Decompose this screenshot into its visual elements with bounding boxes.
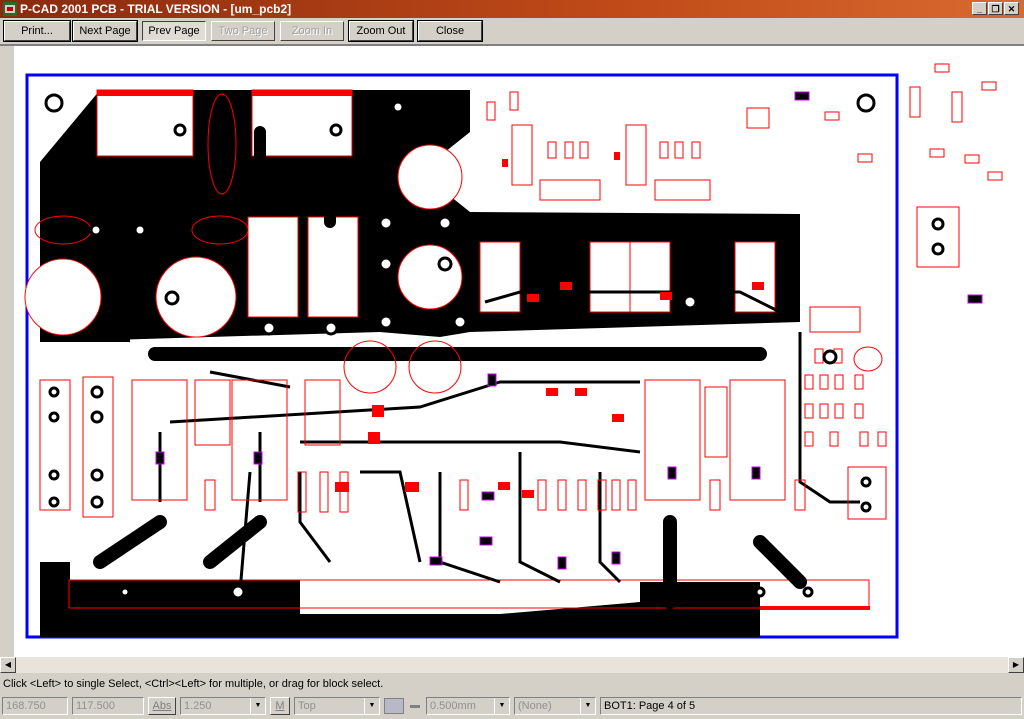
- preview-toolbar: Print... Next Page Prev Page Two Page Zo…: [0, 18, 1024, 44]
- dropdown-arrow-icon[interactable]: ▼: [494, 698, 509, 714]
- status-message: Click <Left> to single Select, <Ctrl><Le…: [0, 676, 1024, 692]
- layer-select[interactable]: Top ▼: [294, 697, 380, 715]
- scroll-right-arrow-icon[interactable]: ▶: [1008, 657, 1024, 673]
- line-width-select[interactable]: 0.500mm ▼: [426, 697, 510, 715]
- line-width-icon[interactable]: ▬: [410, 700, 420, 711]
- close-window-button[interactable]: ✕: [1004, 2, 1019, 15]
- restore-button[interactable]: ❐: [988, 2, 1003, 15]
- line-width-value: 0.500mm: [430, 700, 476, 712]
- layer-value: Top: [298, 700, 316, 712]
- horizontal-scrollbar[interactable]: ◀ ▶: [0, 657, 1024, 673]
- layer-color-swatch[interactable]: [384, 698, 404, 714]
- print-preview-canvas[interactable]: [0, 44, 1024, 657]
- minimize-button[interactable]: _: [972, 2, 987, 15]
- status-bar: 168.750 117.500 Abs 1.250 ▼ M Top ▼ ▬ 0.…: [0, 694, 1024, 719]
- zoom-out-button[interactable]: Zoom Out: [348, 20, 414, 42]
- scroll-left-arrow-icon[interactable]: ◀: [0, 657, 16, 673]
- print-button[interactable]: Print...: [3, 20, 71, 42]
- dropdown-arrow-icon[interactable]: ▼: [250, 698, 265, 714]
- copper-pour-bottom: [40, 562, 760, 637]
- window-title: P-CAD 2001 PCB - TRIAL VERSION - [um_pcb…: [20, 2, 292, 16]
- two-page-button[interactable]: Two Page: [211, 21, 275, 41]
- dropdown-arrow-icon[interactable]: ▼: [364, 698, 379, 714]
- metric-toggle-button[interactable]: M: [270, 697, 290, 715]
- close-preview-button[interactable]: Close: [417, 20, 483, 42]
- grid-select[interactable]: 1.250 ▼: [180, 697, 266, 715]
- grid-value: 1.250: [184, 700, 212, 712]
- text-style-select[interactable]: (None) ▼: [514, 697, 596, 715]
- zoom-in-button[interactable]: Zoom In: [280, 21, 344, 41]
- abs-rel-button[interactable]: Abs: [148, 697, 176, 715]
- title-bar: P-CAD 2001 PCB - TRIAL VERSION - [um_pcb…: [0, 0, 1024, 18]
- pcad-app-icon[interactable]: [3, 2, 17, 16]
- x-coordinate: 168.750: [2, 697, 68, 715]
- dropdown-arrow-icon[interactable]: ▼: [580, 698, 595, 714]
- page-info: BOT1: Page 4 of 5: [600, 697, 1022, 715]
- text-style-value: (None): [518, 700, 552, 712]
- y-coordinate: 117.500: [72, 697, 144, 715]
- prev-page-button[interactable]: Prev Page: [142, 21, 206, 41]
- pcb-drawing: [24, 63, 1003, 639]
- next-page-button[interactable]: Next Page: [72, 20, 138, 42]
- canvas-left-margin: [0, 46, 14, 657]
